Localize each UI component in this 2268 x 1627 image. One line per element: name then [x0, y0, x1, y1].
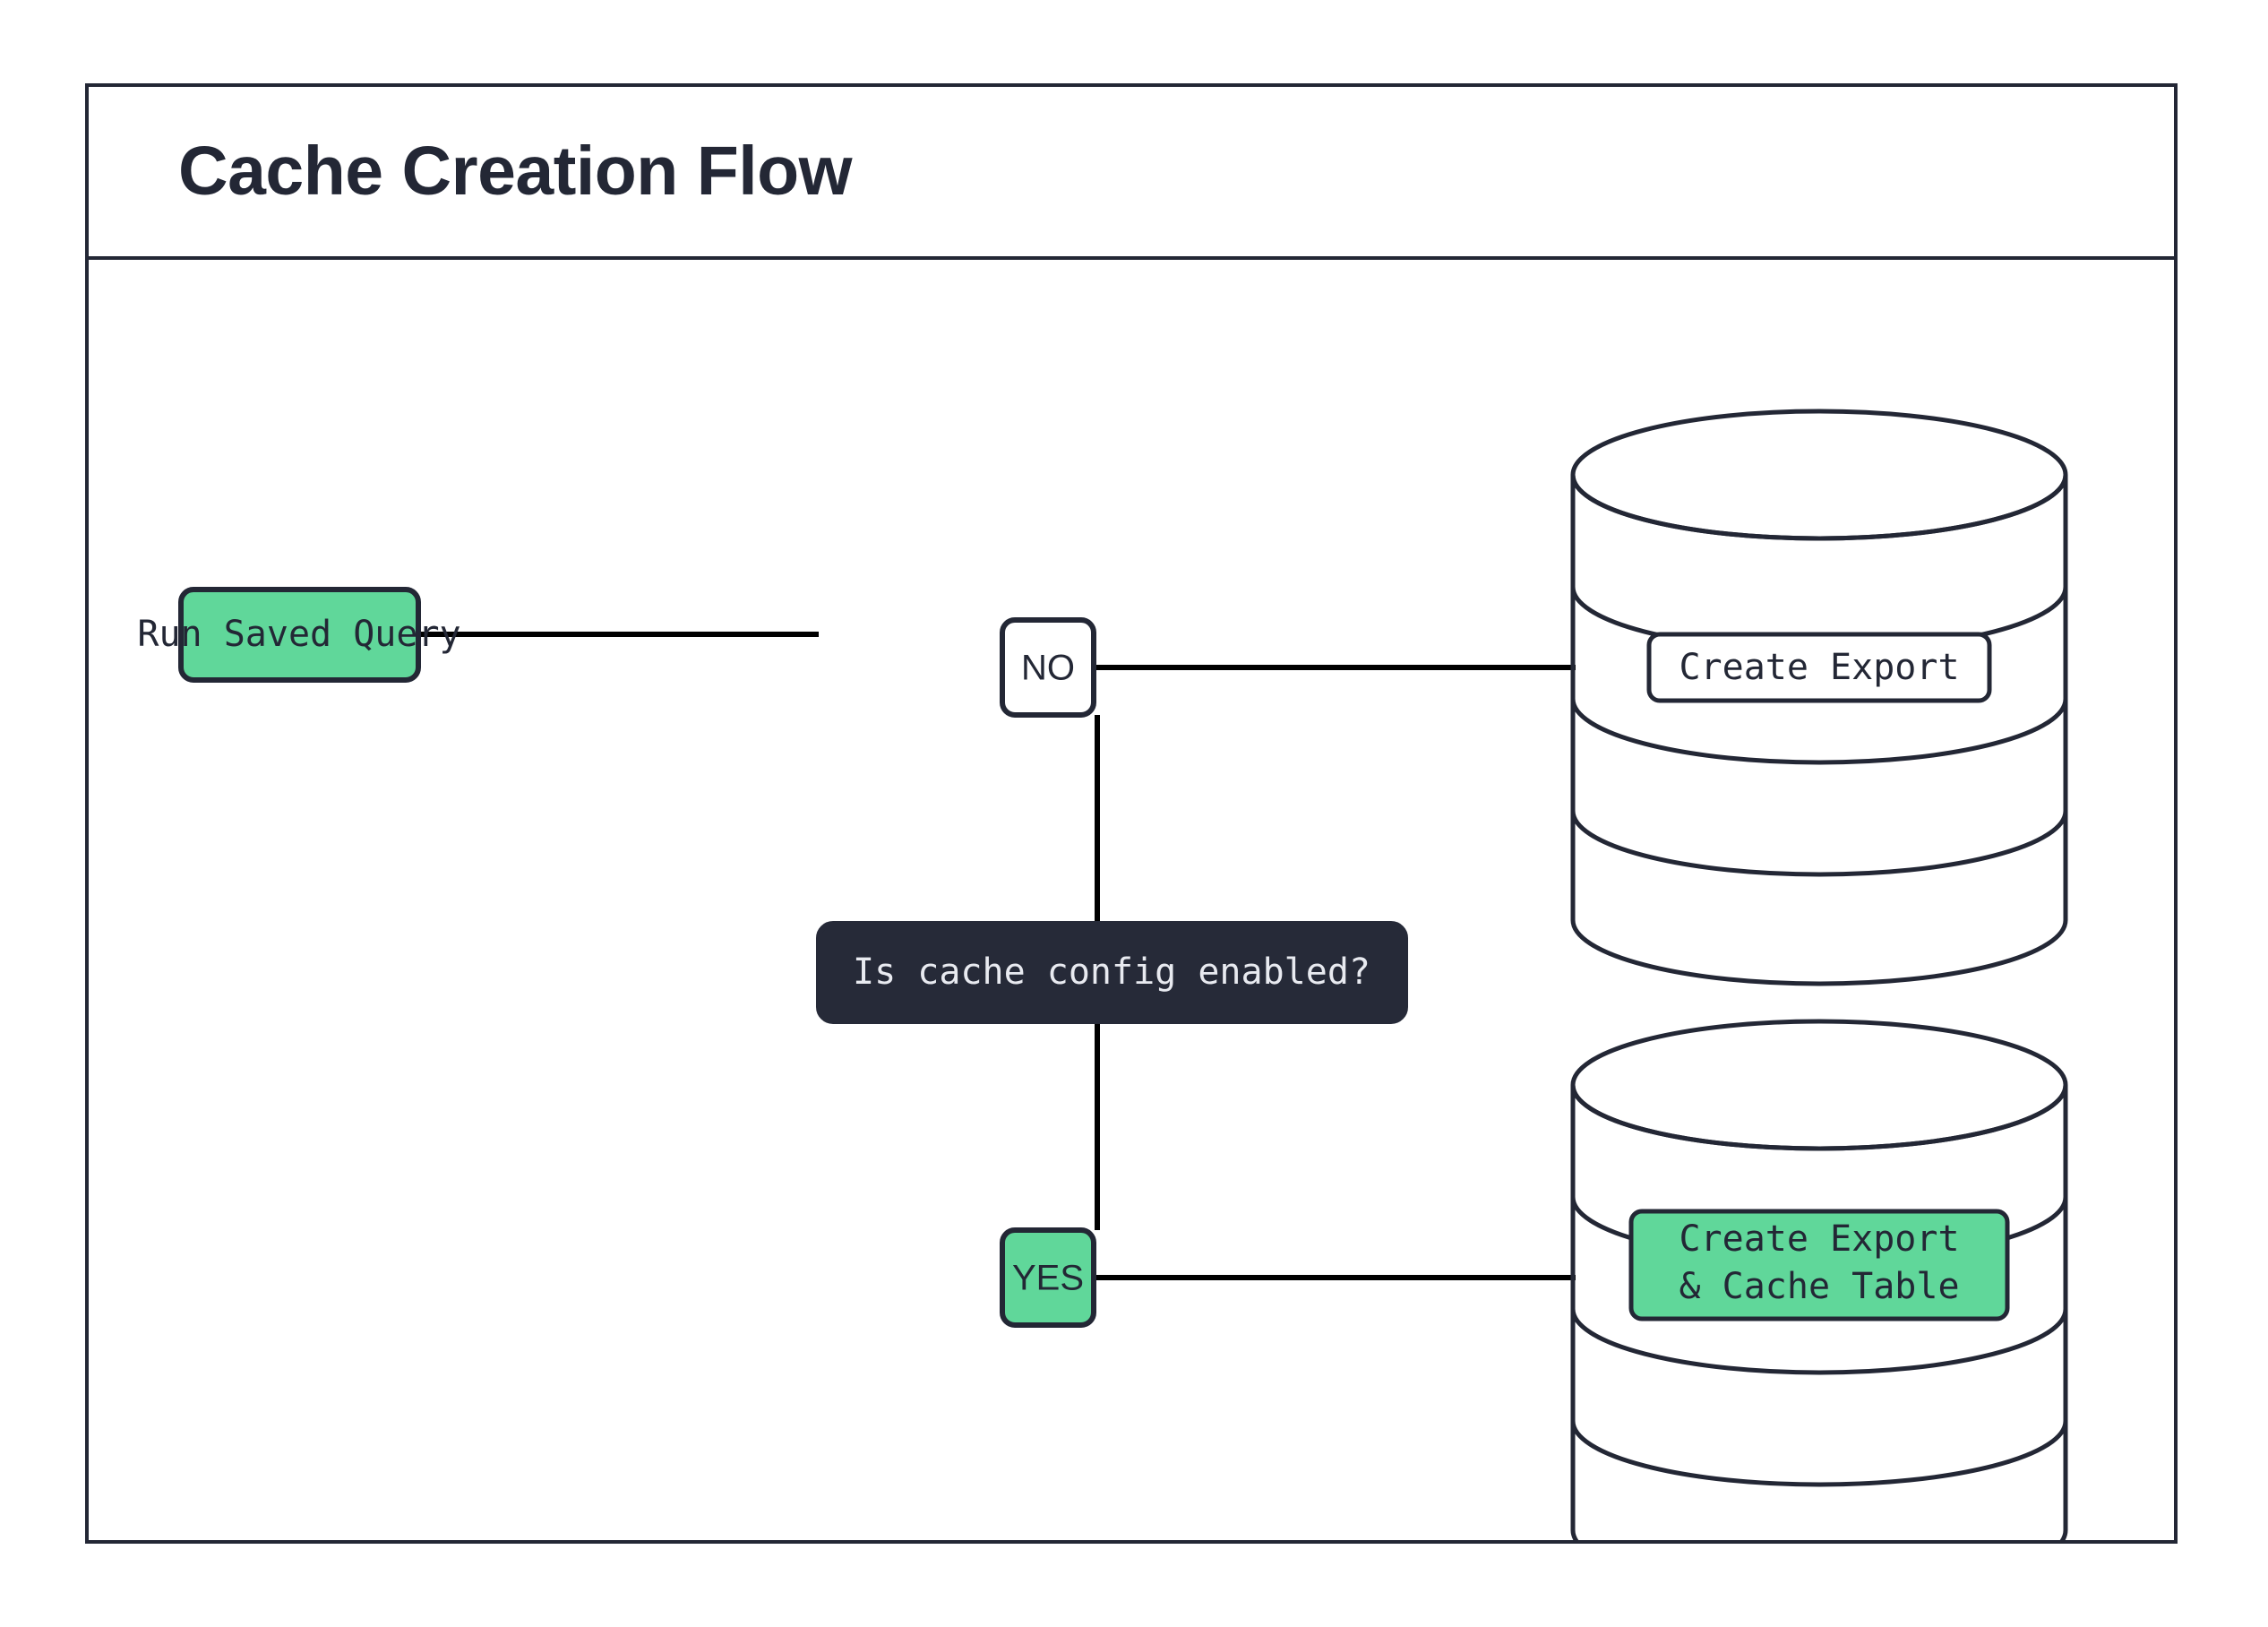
diagram-header: Cache Creation Flow — [89, 87, 2174, 260]
cylinder2-arc-4 — [1570, 1420, 2068, 1487]
run-saved-query-box[interactable] — [178, 587, 421, 683]
flow-svg: Create Export Create Export & Cache Tabl… — [137, 409, 2068, 1540]
diagram-frame: Cache Creation Flow — [85, 83, 2178, 1544]
node-run-saved-query[interactable]: Run Saved Query — [137, 587, 461, 683]
db-export-cache-label-box[interactable] — [1628, 1209, 2010, 1321]
db-export-label: Create Export — [1679, 647, 1959, 688]
page-title: Cache Creation Flow — [178, 133, 853, 210]
edge-group — [418, 632, 1576, 1280]
cylinder-arc-1 — [1570, 474, 2068, 541]
flow-area: Create Export Create Export & Cache Tabl… — [89, 260, 2174, 1540]
cylinder2-arc-1 — [1570, 1084, 2068, 1151]
node-db-export[interactable]: Create Export — [1570, 409, 2068, 986]
cylinder2-bottom-arc — [1570, 1529, 2068, 1540]
decision-box[interactable] — [816, 921, 1408, 1024]
branch-yes-label: YES — [1012, 1259, 1084, 1298]
node-branch-no[interactable]: NO — [1000, 617, 1096, 718]
node-decision[interactable]: Is cache config enabled? — [816, 921, 1408, 1024]
db-export-cache-label-line1: Create Export — [1679, 1218, 1959, 1260]
node-db-export-cache[interactable]: Create Export & Cache Table — [1570, 1019, 2068, 1540]
db-export-cache-label-line2: & Cache Table — [1679, 1266, 1959, 1307]
run-saved-query-label: Run Saved Query — [137, 614, 460, 655]
node-branch-yes[interactable]: YES — [1000, 1227, 1096, 1328]
cylinder-arc-3 — [1570, 698, 2068, 765]
cylinder2-arc-3 — [1570, 1308, 2068, 1375]
branch-yes-box[interactable] — [1000, 1227, 1096, 1328]
decision-label: Is cache config enabled? — [853, 951, 1370, 993]
cylinder-arc-4 — [1570, 810, 2068, 877]
db-export-label-box[interactable] — [1646, 632, 1992, 703]
cylinder-bottom-arc — [1570, 919, 2068, 986]
branch-no-box[interactable] — [1000, 617, 1096, 718]
branch-no-label: NO — [1021, 649, 1075, 688]
